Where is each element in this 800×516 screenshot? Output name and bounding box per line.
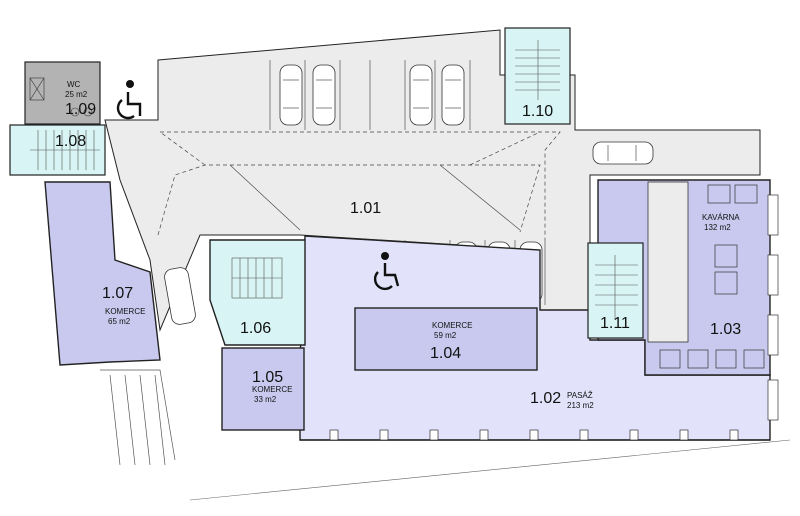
drive-line: [160, 131, 561, 240]
room-name-1-05: KOMERCE: [252, 385, 292, 394]
room-1-10: [504, 27, 571, 125]
room-number-1-02: 1.02: [530, 390, 561, 407]
room-1-09: [24, 61, 101, 125]
drive-line: [439, 164, 521, 231]
stair-icon: [515, 40, 560, 100]
wheelchair-icon: [373, 252, 400, 291]
bar-counter: [647, 181, 689, 343]
room-name-1-03: KAVÁRNA: [702, 213, 740, 222]
room-number-1-01: 1.01: [350, 200, 381, 217]
stair-icon: [231, 257, 283, 299]
stair-icon: [30, 130, 100, 170]
drive-line: [469, 131, 541, 166]
room-number-1-08: 1.08: [55, 133, 86, 150]
room-number-1-06: 1.06: [240, 320, 271, 337]
room-1-07: [44, 181, 161, 366]
room-area-1-02: 213 m2: [567, 401, 594, 410]
room-1-06: [209, 239, 306, 346]
room-area-1-07: 65 m2: [108, 317, 131, 326]
room-number-1-10: 1.10: [522, 103, 553, 120]
table-icon: [659, 184, 765, 369]
room-number-1-11: 1.11: [600, 315, 630, 332]
room-name-1-07: KOMERCE: [105, 307, 145, 316]
room-area-1-09: 25 m2: [65, 90, 88, 99]
drive-line: [229, 164, 301, 231]
room-area-1-05: 33 m2: [254, 395, 277, 404]
drive-line: [159, 131, 206, 166]
room-number-1-07: 1.07: [102, 285, 133, 302]
room-1-11: [587, 242, 644, 339]
wc-fixtures: [29, 77, 93, 117]
right-facade-windows: [767, 194, 779, 421]
lower-ramp: [100, 369, 176, 466]
room-number-1-05: 1.05: [252, 369, 283, 386]
room-number-1-03: 1.03: [710, 321, 741, 338]
room-number-1-04: 1.04: [430, 345, 461, 362]
room-1-05: [221, 347, 305, 431]
street-line: [189, 439, 791, 501]
room-name-1-02: PASÁŽ: [567, 391, 593, 400]
room-1-04: [354, 307, 538, 371]
facade-columns: [329, 429, 739, 441]
parking-stalls-top: [269, 60, 471, 130]
wheelchair-icon: [116, 80, 142, 120]
stair-icon: [595, 255, 638, 320]
room-name-1-04: KOMERCE: [432, 321, 472, 330]
room-number-1-09: 1.09: [65, 101, 96, 118]
room-name-1-09: WC: [67, 80, 81, 89]
room-area-1-04: 59 m2: [434, 331, 457, 340]
room-area-1-03: 132 m2: [704, 223, 731, 232]
